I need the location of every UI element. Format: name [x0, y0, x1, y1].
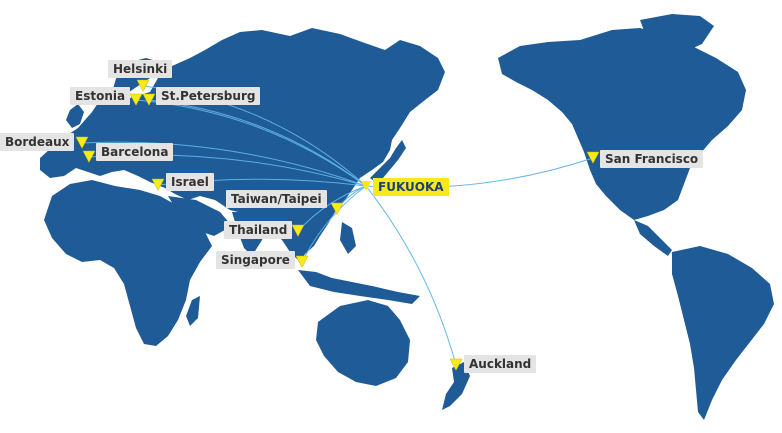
marker-icon-helsinki	[136, 79, 150, 92]
indonesia-landmass	[298, 270, 420, 304]
city-label-estonia: Estonia	[70, 87, 131, 105]
route-line-singapore	[301, 185, 367, 263]
city-label-singapore: Singapore	[216, 251, 295, 269]
north-america-landmass	[498, 28, 746, 220]
philippines-landmass	[340, 222, 356, 254]
british-isles-landmass	[66, 104, 84, 128]
marker-icon-israel	[151, 178, 165, 191]
australia-landmass	[316, 300, 410, 386]
eurasia-landmass	[40, 28, 445, 262]
hub-label-fukuoka: FUKUOKA	[373, 178, 449, 196]
marker-icon-singapore	[295, 255, 309, 268]
south-america-landmass	[672, 246, 774, 420]
city-label-stpetersburg: St.Petersburg	[156, 87, 261, 105]
arabia-landmass	[168, 196, 232, 236]
marker-icon-estonia	[129, 93, 143, 106]
hub-marker-icon	[361, 181, 371, 191]
city-label-auckland: Auckland	[464, 355, 537, 373]
city-markers	[75, 79, 600, 371]
city-label-sanfrancisco: San Francisco	[600, 150, 704, 168]
city-label-thailand: Thailand	[224, 221, 293, 239]
marker-icon-thailand	[291, 224, 305, 237]
city-label-bordeaux: Bordeaux	[0, 133, 75, 151]
central-america-landmass	[634, 220, 672, 256]
city-label-taiwan: Taiwan/Taipei	[226, 190, 327, 208]
continents	[40, 14, 774, 420]
route-line-auckland	[365, 185, 457, 366]
japan-landmass	[370, 140, 406, 184]
madagascar-landmass	[186, 296, 200, 326]
city-label-israel: Israel	[166, 173, 214, 191]
marker-icon-bordeaux	[75, 136, 89, 149]
marker-icon-barcelona	[82, 150, 96, 163]
marker-icon-sanfrancisco	[586, 151, 600, 164]
africa-landmass	[44, 180, 212, 346]
route-line-bordeaux	[81, 141, 367, 187]
marker-icon-auckland	[449, 358, 463, 371]
marker-icon-stpetersburg	[142, 93, 156, 106]
city-label-barcelona: Barcelona	[96, 143, 174, 161]
city-label-helsinki: Helsinki	[108, 60, 173, 78]
greenland-landmass	[640, 14, 714, 54]
marker-icon-taiwan	[330, 202, 344, 215]
new-zealand-landmass	[442, 362, 470, 410]
